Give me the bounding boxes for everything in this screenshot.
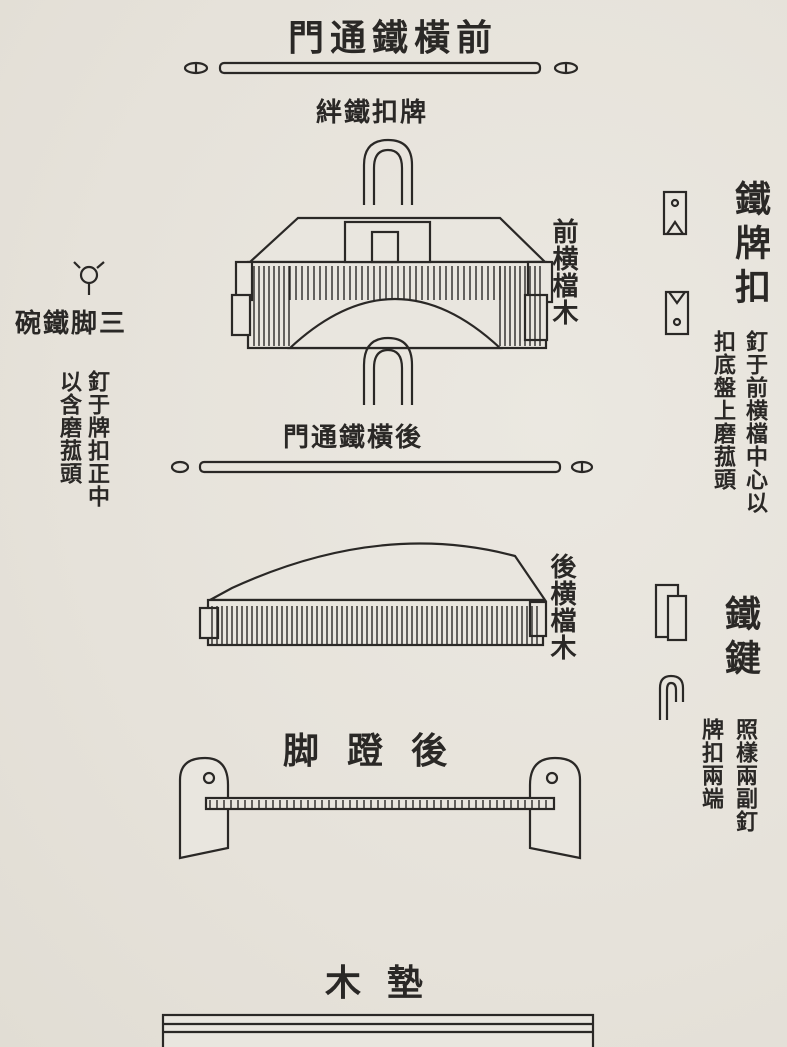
back-iron-bar bbox=[170, 460, 594, 474]
back-block-hatching bbox=[211, 606, 538, 644]
key-note-col1: 照樣兩副釘 bbox=[732, 718, 758, 833]
back-bar-title: 後橫鐵通門 bbox=[283, 423, 424, 453]
plate-note-col1: 釘于前横檔中心以 bbox=[742, 330, 768, 514]
pad-wood bbox=[161, 1013, 595, 1047]
front-crossbar-block bbox=[230, 216, 554, 350]
back-block-label: 後横檔木 bbox=[546, 553, 576, 661]
front-iron-bar bbox=[183, 61, 579, 75]
key-note-col2: 牌扣兩端 bbox=[698, 718, 724, 810]
clasp-upper bbox=[362, 138, 414, 205]
plate-clasp-icon-lower bbox=[664, 290, 690, 336]
clasp-lower bbox=[362, 336, 414, 405]
footrest bbox=[178, 756, 582, 860]
iron-plate-clasp-label: 鐵牌扣 bbox=[729, 180, 771, 312]
iron-key-icon-hook bbox=[658, 674, 685, 720]
plate-note-col2: 扣底盤上磨菰頭 bbox=[710, 330, 736, 491]
front-block-label: 前横檔木 bbox=[548, 218, 578, 326]
footrest-hatching bbox=[209, 800, 547, 808]
plate-clasp-icon-upper bbox=[662, 190, 688, 236]
front-block-hatching bbox=[253, 266, 541, 346]
clasp-title: 牌扣鐵絆 bbox=[316, 98, 429, 128]
pad-title: 墊木 bbox=[325, 962, 450, 1004]
iron-key-icon-block bbox=[654, 583, 688, 642]
iron-key-label: 鐵鍵 bbox=[719, 595, 761, 683]
three-foot-bowl-title: 三脚鐵碗 bbox=[15, 309, 128, 339]
front-bar-title: 前橫鐵通門 bbox=[288, 17, 499, 59]
bowl-note-col1: 釘于牌扣正中 bbox=[84, 370, 110, 508]
footrest-title: 後蹬脚 bbox=[283, 730, 476, 772]
three-foot-bowl-icon bbox=[73, 261, 105, 295]
bowl-note-col2: 以含磨菰頭 bbox=[56, 370, 82, 485]
